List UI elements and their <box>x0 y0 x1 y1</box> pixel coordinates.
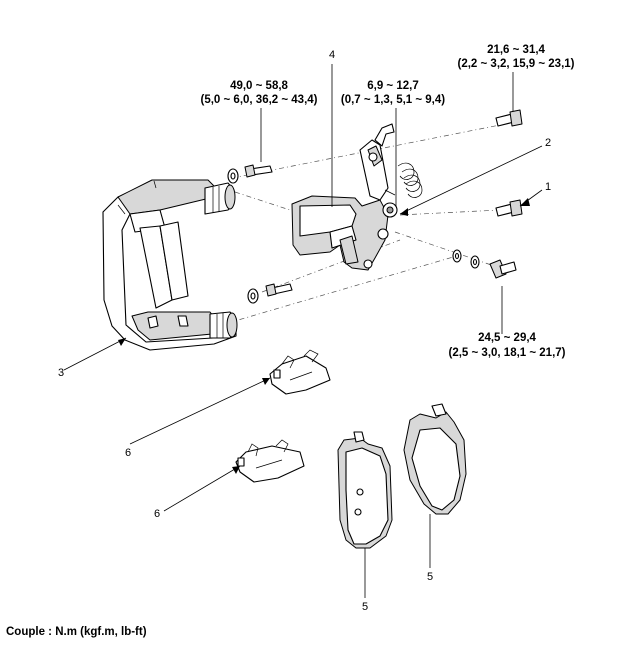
washer-right-2 <box>470 255 480 269</box>
torque-bottom-right-value: 24,5 ~ 29,4 <box>478 332 536 344</box>
brake-pad-outer <box>403 403 467 515</box>
pad-clip-upper <box>269 349 331 395</box>
callout-6-lower: 6 <box>154 508 160 520</box>
callout-5-inner: 5 <box>362 601 368 613</box>
torque-label-top-left: 49,0 ~ 58,8 (5,0 ~ 6,0, 36,2 ~ 43,4) <box>201 80 318 106</box>
washer-lower-left <box>247 288 259 304</box>
arrowhead-2 <box>400 208 408 216</box>
bolt-bottom-right <box>489 259 517 279</box>
callout-3: 3 <box>58 367 64 379</box>
caliper-bracket <box>102 179 238 351</box>
torque-top-left-units: (5,0 ~ 6,0, 36,2 ~ 43,4) <box>201 94 318 106</box>
torque-center-units: (0,7 ~ 1,3, 5,1 ~ 9,4) <box>341 94 445 106</box>
arrowhead-6-lower <box>232 466 240 474</box>
torque-center-value: 6,9 ~ 12,7 <box>367 80 418 92</box>
brake-pad-inner <box>337 431 393 549</box>
leader-callout-6-lower <box>163 465 241 512</box>
torque-units-legend: Couple : N.m (kgf.m, lb-ft) <box>6 626 147 638</box>
callout-4: 4 <box>329 49 335 61</box>
leader-callout-6-upper <box>129 377 271 445</box>
torque-label-center: 6,9 ~ 12,7 (0,7 ~ 1,3, 5,1 ~ 9,4) <box>341 80 445 106</box>
washer-right-1 <box>452 249 462 263</box>
arrowhead-1 <box>520 198 530 206</box>
arrowhead-3 <box>118 338 126 346</box>
bolt-lower-left <box>265 283 293 297</box>
leader-callout-3 <box>63 337 127 371</box>
callout-1: 1 <box>545 181 551 193</box>
torque-top-left-value: 49,0 ~ 58,8 <box>230 80 288 92</box>
caliper-housing <box>291 123 423 271</box>
arrowhead-6-upper <box>262 378 270 385</box>
parking-brake-spring <box>397 162 423 198</box>
bolt-top-right <box>495 109 523 127</box>
torque-bottom-right-units: (2,5 ~ 3,0, 18,1 ~ 21,7) <box>449 347 566 359</box>
washer-upper-left <box>227 168 239 184</box>
torque-label-bottom-right: 24,5 ~ 29,4 (2,5 ~ 3,0, 18,1 ~ 21,7) <box>449 332 566 359</box>
torque-label-top-right: 21,6 ~ 31,4 (2,2 ~ 3,2, 15,9 ~ 23,1) <box>458 44 575 70</box>
leader-callout-2 <box>399 145 543 215</box>
bolt-upper-left <box>244 164 273 178</box>
guide-bolt-right <box>495 199 523 217</box>
torque-top-right-units: (2,2 ~ 3,2, 15,9 ~ 23,1) <box>458 58 575 70</box>
callout-6-upper: 6 <box>125 447 131 459</box>
pad-clip-lower <box>235 439 305 483</box>
callout-5-outer: 5 <box>427 571 433 583</box>
torque-top-right-value: 21,6 ~ 31,4 <box>487 44 545 56</box>
callout-2: 2 <box>545 137 551 149</box>
